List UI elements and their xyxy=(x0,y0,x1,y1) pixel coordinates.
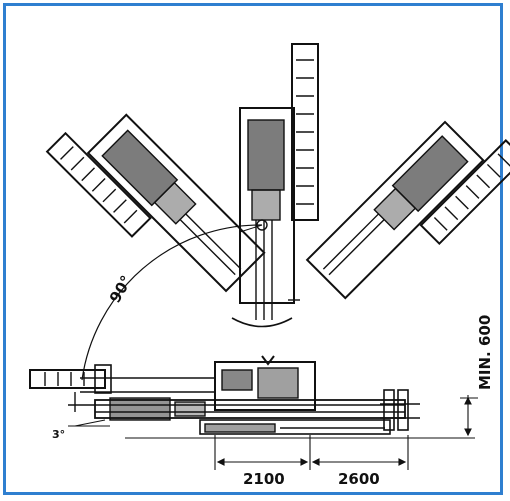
dim-min-600: MIN. 600 xyxy=(476,315,494,390)
mast-right-inclined xyxy=(305,120,510,300)
diagram-frame xyxy=(3,3,503,495)
angle-arc xyxy=(81,224,263,381)
dim-2100: 2100 xyxy=(243,470,285,488)
mast-vertical xyxy=(231,43,319,328)
carrier-horizontal xyxy=(29,355,420,435)
mast-left-inclined xyxy=(45,113,266,293)
dim-2600: 2600 xyxy=(338,470,380,488)
tilt-label: 3° xyxy=(52,428,65,441)
angle-label: 90° xyxy=(106,272,136,306)
dimensions xyxy=(68,395,478,470)
